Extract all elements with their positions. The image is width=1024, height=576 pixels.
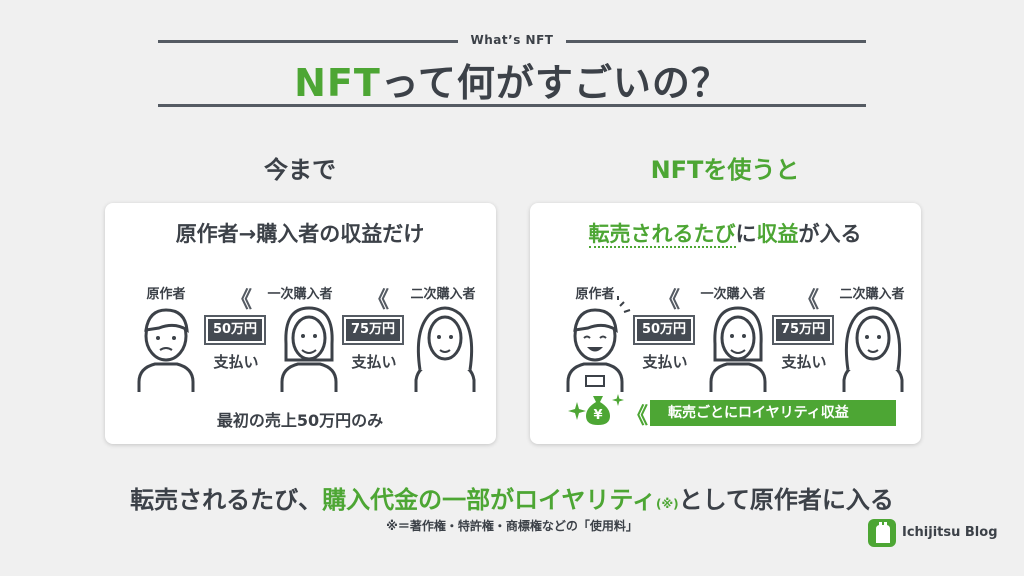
left-heading: 今まで [264,156,336,184]
left-price-2-label: 75万円 [346,319,400,341]
right-panel-title-a: 転売されるたび [588,222,736,248]
right-price-2: 75万円 [772,315,834,345]
person-icon [414,306,476,392]
chevron-left-icon: 《 [657,288,680,313]
header-subtitle: What’s NFT [470,33,554,47]
person-icon [709,306,767,392]
right-price-1-label: 50万円 [637,319,691,341]
bottom-text-b: 購入代金の一部がロイヤリティ [322,486,656,514]
page-title: NFTって何がすごいの？ [0,52,1024,107]
sparkle-icon [612,394,624,406]
chevron-left-icon: 《 [229,288,252,313]
right-panel-title-c: 収益 [756,222,799,246]
left-payment-1: 支払い [213,353,259,371]
left-note: 最初の売上50万円のみ [216,411,384,430]
bottom-text-d: として原作者に入る [678,486,894,514]
person-icon [280,306,338,392]
brand-name: Ichijitsu Blog [902,525,998,540]
page-title-highlight: NFT [294,61,381,105]
bottom-text-c: (※) [655,497,679,511]
right-role-first-buyer: 一次購入者 [700,287,766,302]
right-role-author: 原作者 [575,287,615,302]
bottom-statement: 転売されるたび、購入代金の一部がロイヤリティ(※)として原作者に入る [0,480,1024,515]
person-icon [842,306,904,392]
sparkle-icon [568,402,586,420]
right-price-1: 50万円 [633,315,695,345]
right-panel-title-d: が入る [798,222,862,246]
right-role-second-buyer: 二次購入者 [839,287,905,302]
left-role-first-buyer: 一次購入者 [267,287,333,302]
money-bag-icon [586,396,610,425]
bottom-text-a: 転売されるたび、 [130,486,323,514]
royalty-ribbon: 転売ごとにロイヤリティ収益 [650,400,896,426]
footnote: ※＝著作権・特許権・商標権などの「使用料」 [386,519,638,533]
left-price-2: 75万円 [342,315,404,345]
money-bag-symbol: ¥ [593,408,603,423]
right-price-2-label: 75万円 [776,319,830,341]
chevron-left-icon: 《 [366,288,389,313]
right-panel-title-b: に [735,222,757,246]
person-icon [566,296,631,392]
left-role-second-buyer: 二次購入者 [410,287,476,302]
left-price-1: 50万円 [204,315,266,345]
right-panel-title: 転売されるたびに収益が入る [525,218,925,248]
header-rule-bottom [158,104,866,107]
right-payment-2: 支払い [781,353,827,371]
right-heading: NFTを使うと [650,156,800,184]
header-rule-top-right [566,40,866,43]
left-role-author: 原作者 [146,287,186,302]
right-payment-1: 支払い [642,353,688,371]
left-panel-title: 原作者→購入者の収益だけ [175,222,425,246]
person-icon [137,308,195,392]
brand-logo-icon [868,519,896,547]
chevron-left-icon: 《 [626,404,648,429]
header-rule-top-left [158,40,458,43]
left-payment-2: 支払い [351,353,397,371]
page-title-rest: って何がすごいの？ [380,61,730,105]
left-price-1-label: 50万円 [208,319,262,341]
chevron-left-icon: 《 [796,288,819,313]
